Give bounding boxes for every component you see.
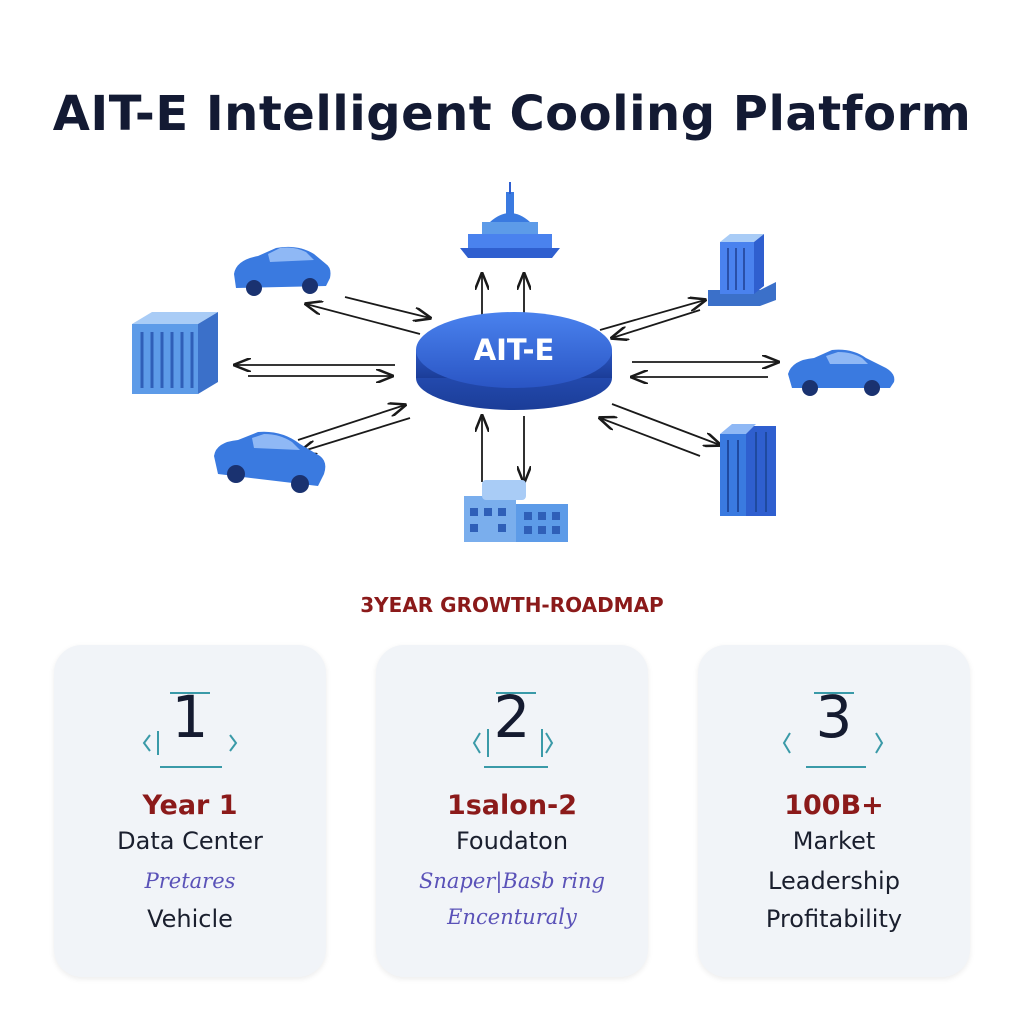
car-icon <box>214 431 326 493</box>
step-number: 1 <box>171 683 209 751</box>
card-year: 1salon-2 <box>446 790 578 821</box>
card-line: Encenturaly <box>447 905 577 929</box>
car-icon <box>788 349 895 396</box>
roadmap-card-3: 3 100B+ Market Leadership Profitability <box>698 645 970 977</box>
card-line: Market <box>792 827 876 855</box>
hub-label: AIT-E <box>474 333 555 367</box>
step-number: 2 <box>493 683 531 751</box>
hub-diagram: AIT-E <box>132 182 895 542</box>
capitol-icon <box>460 182 560 258</box>
page-title: AIT-E Intelligent Cooling Platform <box>52 86 972 142</box>
card-line: Snaper|Basb ring <box>419 869 605 893</box>
card-line: Profitability <box>765 905 903 933</box>
bracket-icon <box>782 692 884 768</box>
roadmap-card-2: 2 1salon-2 Foudaton Snaper|Basb ring Enc… <box>376 645 648 977</box>
connection-arrows <box>235 274 778 482</box>
card-line: Data Center <box>117 827 263 855</box>
roadmap-heading: 3YEAR GROWTH-ROADMAP <box>360 593 664 617</box>
hub-disc: AIT-E <box>416 312 612 410</box>
building-icon <box>132 312 218 394</box>
card-year: Year 1 <box>142 790 238 821</box>
card-line: Foudaton <box>455 827 569 855</box>
card-line: Pretares <box>144 869 236 893</box>
factory-icon <box>464 480 568 542</box>
step-number: 3 <box>815 683 853 751</box>
card-year: 100B+ <box>784 790 884 821</box>
skyscraper-icon <box>720 424 776 516</box>
roadmap-card-1: 1 Year 1 Data Center Pretares Vehicle <box>54 645 326 977</box>
card-line: Vehicle <box>147 905 233 933</box>
card-line: Leadership <box>768 867 900 895</box>
tower-icon <box>708 234 776 306</box>
bracket-icon <box>472 692 554 768</box>
car-icon <box>234 246 331 296</box>
bracket-icon <box>142 692 238 768</box>
